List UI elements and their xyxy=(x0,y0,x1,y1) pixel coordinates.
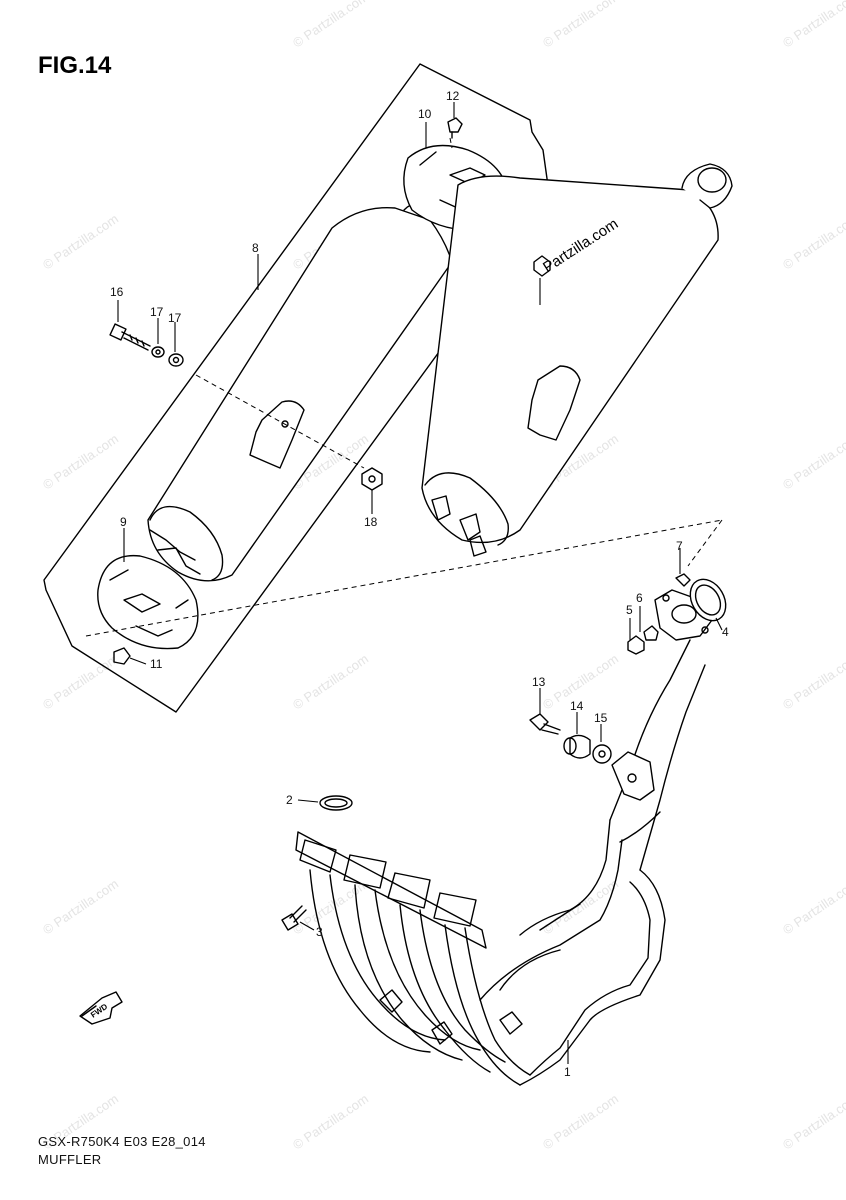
callout-13: 13 xyxy=(532,675,546,689)
gasket-4 xyxy=(689,578,727,622)
washer-17b xyxy=(168,353,184,367)
assembly-outline xyxy=(43,63,551,713)
muffler-body-left xyxy=(147,202,453,582)
washer-15 xyxy=(592,744,612,764)
muffler-body-right xyxy=(421,163,733,557)
end-cap-bottom xyxy=(97,529,201,650)
callout-6: 6 xyxy=(636,591,643,605)
fwd-arrow-icon xyxy=(79,991,123,1025)
section-name: MUFFLER xyxy=(38,1152,102,1167)
nut-6 xyxy=(643,625,659,641)
callout-1: 1 xyxy=(564,1065,571,1079)
clip-7 xyxy=(675,573,691,587)
callout-16: 16 xyxy=(110,285,124,299)
callout-17b: 17 xyxy=(168,311,182,325)
callout-17a: 17 xyxy=(150,305,164,319)
callout-18: 18 xyxy=(364,515,378,529)
callout-15: 15 xyxy=(594,711,608,725)
bolt-16 xyxy=(109,323,151,351)
callout-4: 4 xyxy=(722,625,729,639)
callout-3: 3 xyxy=(316,925,323,939)
leader-lines xyxy=(117,102,723,1064)
washer-17a xyxy=(151,346,165,358)
bushing-14 xyxy=(563,734,591,759)
alignment-lines xyxy=(85,137,723,637)
callout-7: 7 xyxy=(676,539,683,553)
nut-18 xyxy=(361,467,383,491)
nut-5 xyxy=(627,635,645,655)
outlet-tip xyxy=(681,163,733,209)
figure-title: FIG.14 xyxy=(38,52,112,79)
bolt-3 xyxy=(281,905,307,931)
callout-12: 12 xyxy=(446,89,460,103)
bolt-13 xyxy=(529,713,561,735)
gasket-2 xyxy=(319,795,353,811)
model-code: GSX-R750K4 E03 E28_014 xyxy=(38,1134,206,1149)
screw-11 xyxy=(113,647,131,665)
mounting-bracket xyxy=(249,400,305,469)
callout-8: 8 xyxy=(252,241,259,255)
exhaust-header-pipe xyxy=(295,589,713,1086)
callout-11: 11 xyxy=(150,657,163,671)
callout-10: 10 xyxy=(418,107,432,121)
callout-5: 5 xyxy=(626,603,633,617)
callout-9: 9 xyxy=(120,515,127,529)
screw-12 xyxy=(447,117,463,133)
callout-2: 2 xyxy=(286,793,293,807)
callout-14: 14 xyxy=(570,699,584,713)
